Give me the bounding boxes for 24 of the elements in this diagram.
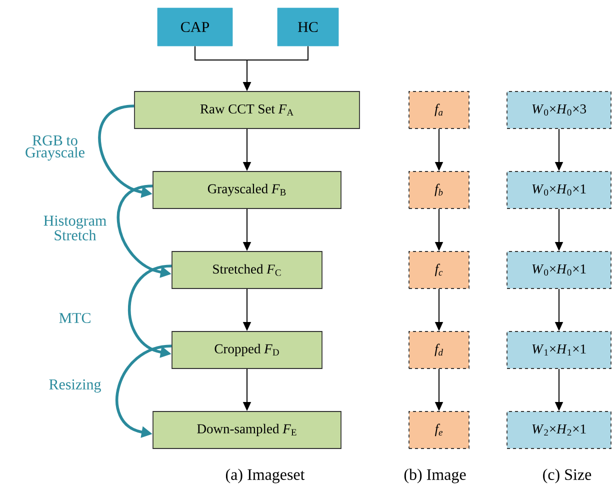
caption: (a) Imageset	[226, 468, 305, 484]
edge-label: Resizing	[49, 379, 101, 393]
caption: (c) Size	[543, 468, 592, 484]
size-box: W$_{0}$×H$_{0}$×3	[506, 91, 612, 129]
edge-label: MTC	[59, 312, 90, 324]
process-box: Raw CCT Set F$_{A}$	[134, 91, 360, 129]
image-box: f$_{c}$	[408, 251, 470, 289]
size-box: W$_{2}$×H$_{2}$×1	[506, 411, 612, 449]
size-box: W$_{0}$×H$_{0}$×1	[506, 171, 612, 209]
process-box: Grayscaled F$_{B}$	[152, 171, 342, 209]
edge-label: Histogram Stretch	[44, 216, 106, 240]
image-box: f$_{a}$	[408, 91, 470, 129]
image-box: f$_{d}$	[408, 331, 470, 369]
process-box: Down-sampled F$_{E}$	[152, 411, 342, 449]
process-box: Cropped F$_{D}$	[172, 331, 322, 369]
caption: (b) Image	[404, 468, 466, 484]
image-box: f$_{b}$	[408, 171, 470, 209]
process-box: Stretched F$_{C}$	[172, 251, 322, 289]
edge-label: RGB to Grayscale	[26, 135, 84, 161]
size-box: W$_{1}$×H$_{1}$×1	[506, 331, 612, 369]
size-box: W$_{0}$×H$_{0}$×1	[506, 251, 612, 289]
source-box: HC	[277, 8, 339, 46]
image-box: f$_{e}$	[408, 411, 470, 449]
source-box: CAP	[157, 8, 233, 46]
